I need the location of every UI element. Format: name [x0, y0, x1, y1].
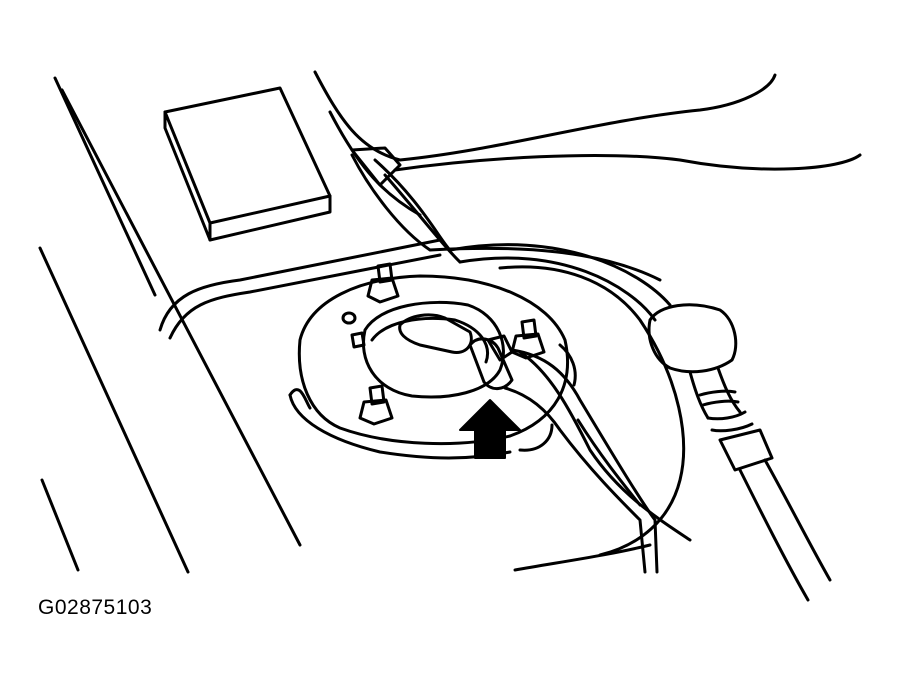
tank-body-outline [38, 76, 302, 574]
fuel-line-upper [350, 146, 672, 322]
pump-cap [341, 300, 505, 399]
mounting-nut-left [350, 331, 366, 349]
fuel-hose [503, 348, 692, 574]
figure-code: G02875103 [38, 596, 153, 619]
hose-clamp [468, 334, 514, 390]
fuel-filter [647, 303, 832, 602]
mounting-nut-top [366, 262, 400, 304]
mounting-nut-bottom [358, 384, 394, 426]
indicator-arrow [459, 399, 521, 459]
tank-plateau-edge [158, 238, 686, 572]
tank-block [163, 86, 332, 242]
